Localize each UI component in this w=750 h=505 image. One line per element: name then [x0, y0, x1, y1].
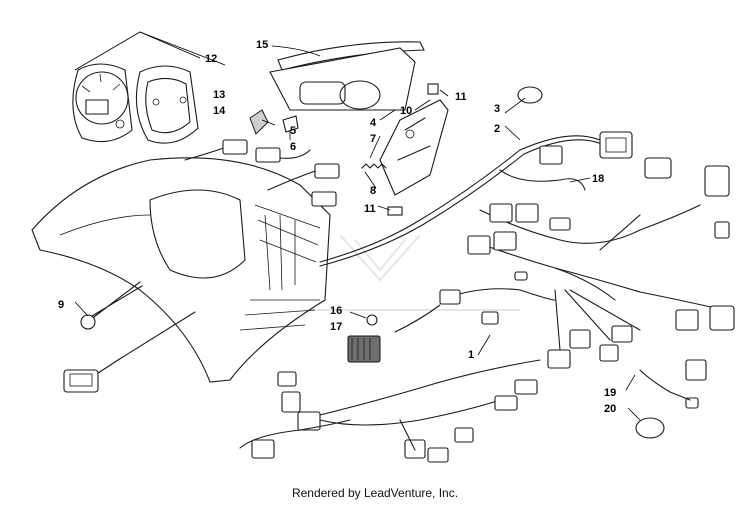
callout-6: 6	[290, 141, 296, 153]
watermark-logo	[280, 234, 520, 311]
connector-mid-b	[311, 191, 337, 207]
callout-9: 9	[58, 299, 64, 311]
connector-18	[539, 145, 563, 165]
callout-15: 15	[256, 39, 268, 51]
bracket-part	[387, 206, 403, 216]
headlight-harness	[89, 311, 196, 379]
clip-part-top	[427, 83, 439, 95]
spring-part	[361, 163, 387, 169]
callout-17: 17	[330, 321, 342, 333]
gauge-housing	[135, 65, 199, 144]
connector-harness-end	[599, 131, 633, 159]
callout-4: 4	[370, 117, 377, 129]
bulb-part	[282, 115, 299, 133]
connector-harness-tip-b	[704, 165, 730, 197]
callout-20: 20	[604, 403, 616, 415]
callout-13: 13	[213, 89, 225, 101]
right-harness-cluster	[467, 203, 735, 381]
leader-lines	[74, 45, 641, 421]
connector-mid-a	[314, 163, 340, 179]
connector-gauge-a	[222, 139, 248, 155]
socket-part	[249, 109, 269, 135]
callout-18: 18	[592, 173, 604, 185]
fairing-side-cover	[379, 99, 449, 196]
callout-1: 1	[468, 349, 474, 361]
ring-clip-top	[517, 86, 543, 104]
connector-harness-tip	[644, 157, 672, 179]
speedometer-gauge	[72, 63, 133, 143]
hood-nosecone	[31, 157, 331, 383]
callout-12: 12	[205, 53, 217, 65]
nut-part	[366, 314, 378, 326]
callout-11-bottom: 11	[364, 203, 376, 215]
callout-16: 16	[330, 305, 342, 317]
callout-3: 3	[494, 103, 500, 115]
callout-labels: 1 2 3 4 5 6 7 8 9 10 11 11 12 13 14 15 1…	[58, 39, 616, 415]
bolt-part	[89, 281, 143, 321]
callout-19: 19	[604, 387, 616, 399]
callout-11-top: 11	[455, 91, 467, 103]
light-bar-cover	[277, 41, 425, 71]
callout-5: 5	[290, 125, 296, 137]
callout-14: 14	[213, 105, 226, 117]
center-harness	[239, 288, 556, 463]
callout-10: 10	[400, 105, 412, 117]
harness-connector-left	[63, 369, 99, 393]
ring-clip-bottom	[635, 417, 665, 439]
connector-gauge-b	[255, 147, 281, 163]
callout-8: 8	[370, 185, 376, 197]
callout-7: 7	[370, 133, 376, 145]
connector-19	[685, 397, 699, 409]
main-harness	[319, 135, 601, 263]
headlight-bulb	[339, 80, 381, 110]
render-credit: Rendered by LeadVenture, Inc.	[291, 486, 459, 500]
callout-2: 2	[494, 123, 500, 135]
